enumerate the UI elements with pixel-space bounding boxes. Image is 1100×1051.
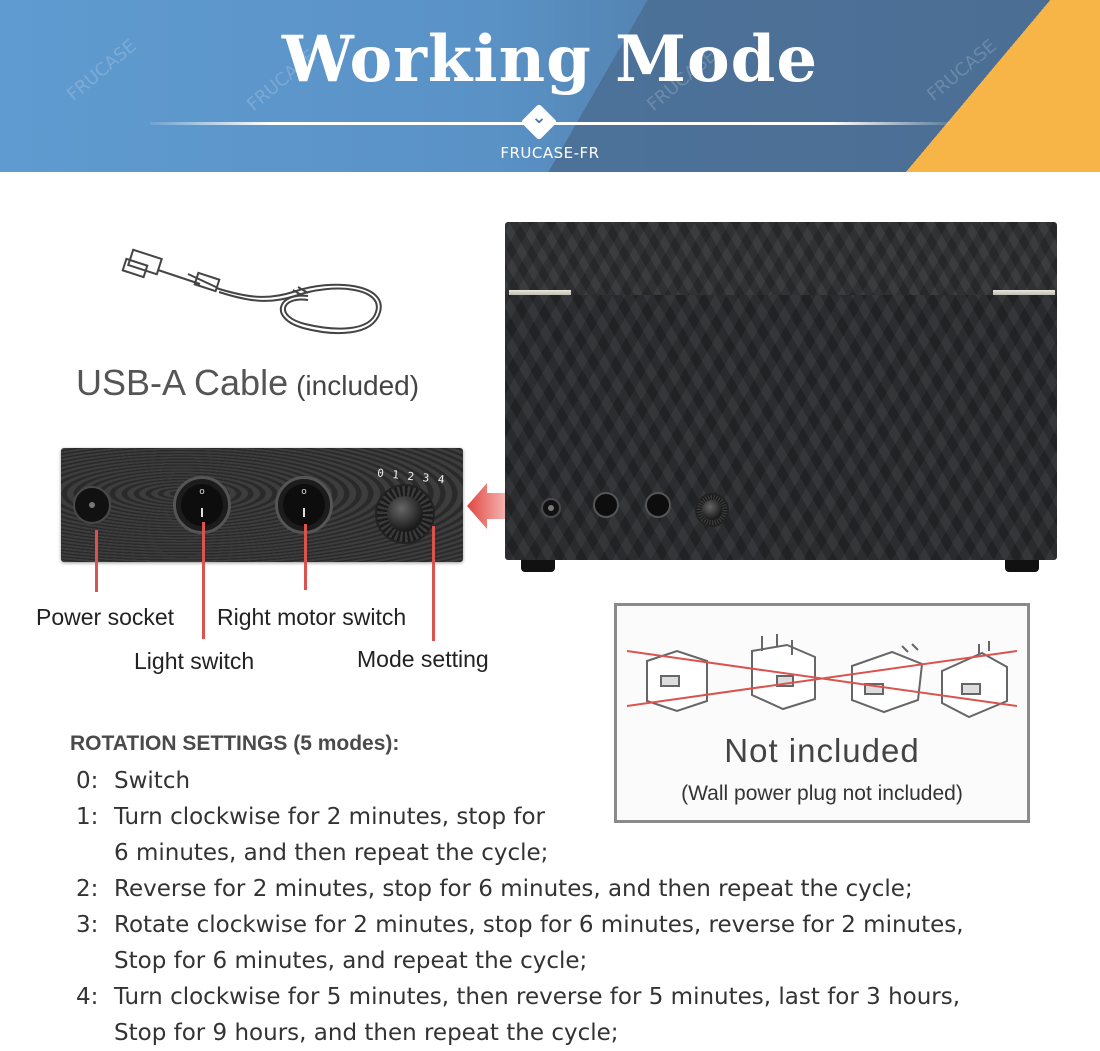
- mode-setting-knob: [695, 493, 729, 527]
- label-mode-setting: Mode setting: [357, 646, 489, 672]
- label-right-motor-switch: Right motor switch: [217, 604, 407, 630]
- control-panel-closeup: o o: [61, 448, 463, 562]
- right-motor-switch: o: [275, 476, 333, 534]
- power-socket: [541, 498, 561, 518]
- switch-on-mark: [201, 507, 203, 517]
- mode-text-continued: Stop for 9 hours, and then repeat the cy…: [114, 1020, 619, 1046]
- callout-line: [432, 526, 435, 641]
- chevron-down-icon: ⌄: [531, 107, 547, 128]
- brand-subtitle: FRUCASE-FR: [500, 144, 600, 162]
- list-item: 2: Reverse for 2 minutes, stop for 6 minu…: [76, 871, 913, 907]
- label-power-socket: Power socket: [36, 604, 175, 630]
- list-item: 3: Rotate clockwise for 2 minutes, stop f…: [76, 907, 964, 979]
- mode-text: Rotate clockwise for 2 minutes, stop for…: [114, 912, 964, 938]
- mode-number: 3:: [76, 912, 99, 938]
- winder-foot: [1005, 560, 1039, 572]
- mode-text-continued: 6 minutes, and then repeat the cycle;: [114, 840, 549, 866]
- callout-line: [95, 530, 98, 592]
- mode-number: 4:: [76, 984, 99, 1010]
- not-included-title: Not included: [724, 732, 920, 769]
- power-socket: [73, 486, 111, 524]
- mode-number: 1:: [76, 804, 99, 830]
- callout-line: [202, 522, 205, 639]
- label-light-switch: Light switch: [134, 648, 255, 674]
- mode-number: 2:: [76, 876, 99, 902]
- list-item: 0: Switch: [76, 763, 190, 799]
- page-title: Working Mode: [281, 22, 819, 97]
- mode-text: Turn clockwise for 2 minutes, stop for: [114, 804, 546, 830]
- mode-number: 0:: [76, 768, 99, 794]
- switch-on-mark: [303, 507, 305, 517]
- watch-winder-image: [505, 222, 1057, 572]
- not-included-panel: Not included (Wall power plug not includ…: [614, 603, 1030, 823]
- header-banner: FRUCASE FRUCASE FRUCASE FRUCASE Working …: [0, 0, 1100, 172]
- hinge-left: [509, 290, 571, 298]
- hinge-right: [993, 290, 1055, 298]
- usb-cable-caption: USB-A Cable(included): [76, 362, 419, 404]
- mode-text-continued: Stop for 6 minutes, and repeat the cycle…: [114, 948, 588, 974]
- banner-orange-accent: [840, 0, 1100, 172]
- switch-off-mark: o: [199, 487, 205, 498]
- usb-cable-note: (included): [296, 370, 420, 401]
- switch-off-mark: o: [301, 487, 307, 498]
- mode-text: Switch: [114, 768, 191, 794]
- list-item: 4: Turn clockwise for 5 minutes, then rev…: [76, 979, 960, 1051]
- right-motor-switch: [645, 492, 671, 518]
- winder-foot: [521, 560, 555, 572]
- mode-text: Reverse for 2 minutes, stop for 6 minute…: [114, 876, 913, 902]
- callout-line: [304, 524, 307, 590]
- rotation-settings-title: ROTATION SETTINGS (5 modes):: [70, 732, 400, 755]
- winder-lid: [505, 222, 1057, 295]
- mode-text: Turn clockwise for 5 minutes, then rever…: [114, 984, 961, 1010]
- arrow-left-icon: [467, 483, 505, 529]
- winder-body: [505, 295, 1057, 560]
- not-included-subtitle: (Wall power plug not included): [681, 782, 963, 805]
- wall-plug-icon: [626, 634, 1018, 719]
- usb-cable-name: USB-A Cable: [76, 362, 289, 403]
- mode-setting-knob: [375, 484, 435, 544]
- usb-cable-icon: [121, 248, 382, 335]
- list-item: 1: Turn clockwise for 2 minutes, stop for…: [76, 799, 548, 871]
- light-switch: [593, 492, 619, 518]
